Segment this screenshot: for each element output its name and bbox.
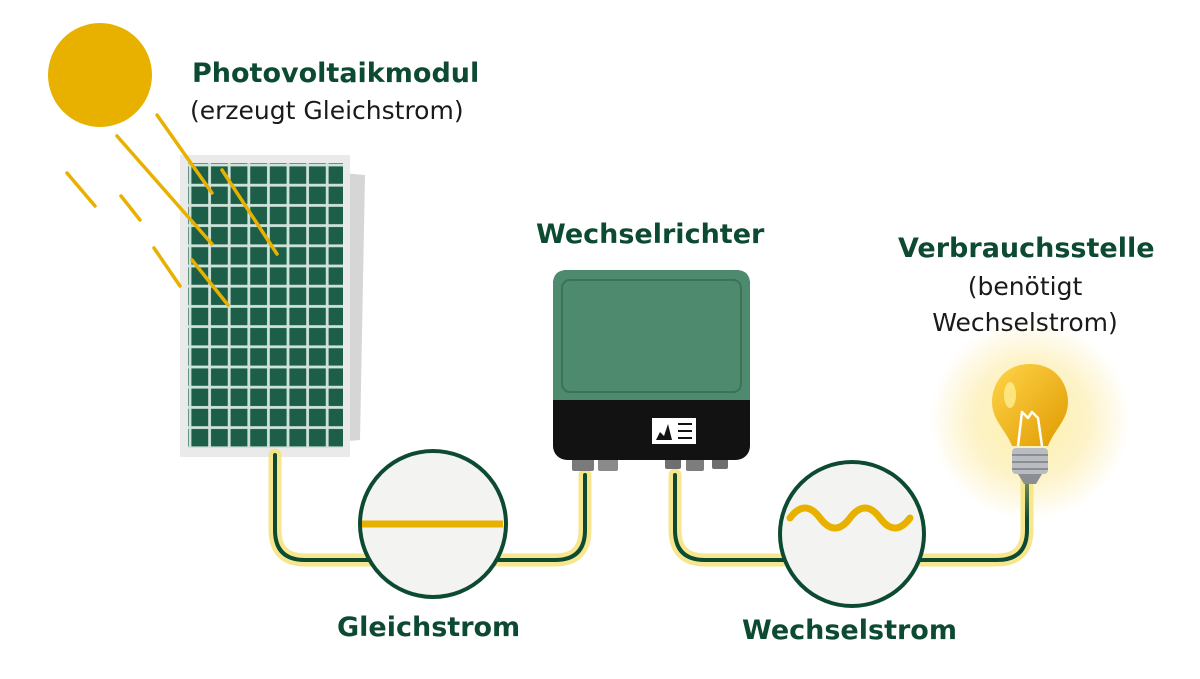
inverter-display-icon <box>652 418 696 444</box>
consumer-subtitle-line2: Wechselstrom) <box>932 308 1118 337</box>
ac-sine-icon <box>786 504 914 532</box>
light-bulb-icon <box>930 320 1130 520</box>
pv-module-title: Photovoltaikmodul <box>192 58 480 89</box>
ac-symbol-circle <box>778 460 926 608</box>
ac-label: Wechselstrom <box>742 615 957 646</box>
pv-module-subtitle: (erzeugt Gleichstrom) <box>190 96 464 125</box>
inverter <box>553 270 750 471</box>
sun-icon <box>48 23 152 127</box>
sun-rays <box>65 113 279 307</box>
dc-symbol-circle <box>358 449 508 599</box>
inverter-title: Wechselrichter <box>536 219 765 250</box>
consumer-title: Verbrauchsstelle <box>898 233 1155 264</box>
dc-label: Gleichstrom <box>337 612 521 643</box>
consumer-subtitle-line1: (benötigt <box>967 272 1083 301</box>
solar-panel <box>180 155 365 457</box>
